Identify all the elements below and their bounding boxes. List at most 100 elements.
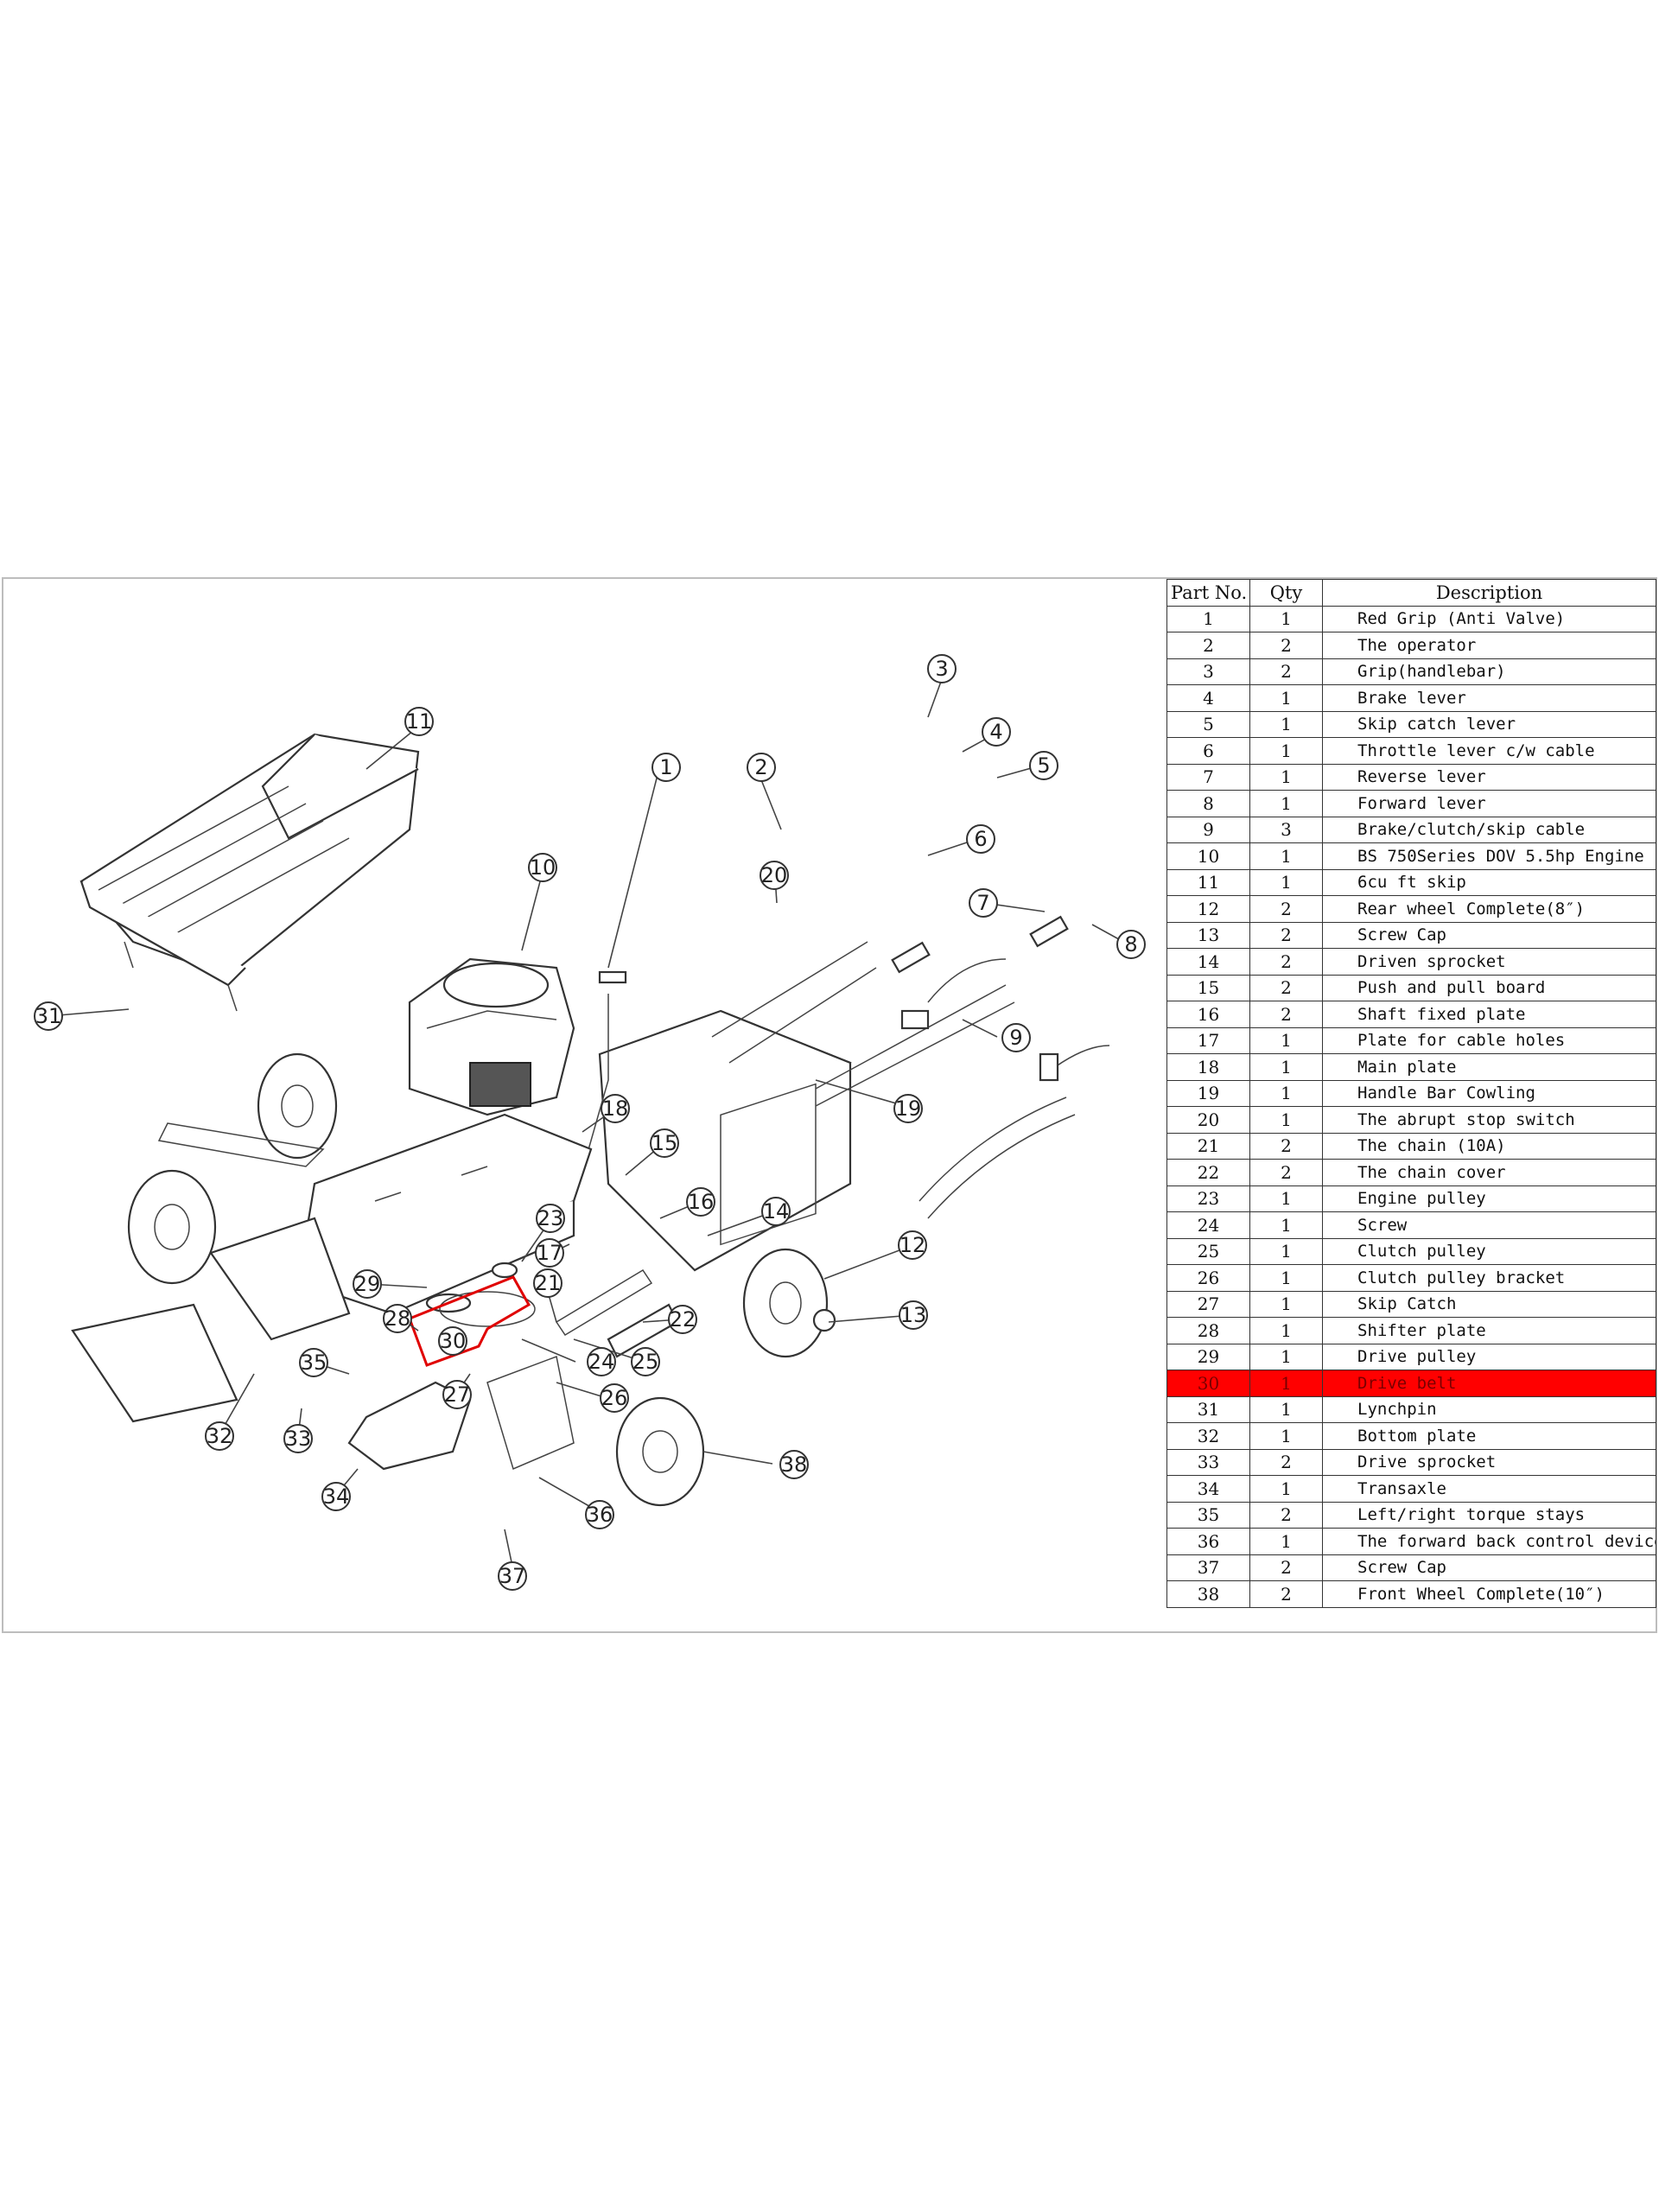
- part-number-cell: 37: [1166, 1554, 1250, 1581]
- svg-text:22: 22: [670, 1307, 696, 1332]
- part-number-cell: 13: [1166, 921, 1250, 949]
- svg-text:19: 19: [895, 1096, 922, 1121]
- callout-33: 33: [283, 1424, 313, 1453]
- quantity-cell: 1: [1249, 1027, 1323, 1054]
- callout-4: 4: [982, 717, 1011, 747]
- part-number-cell: 29: [1166, 1343, 1250, 1370]
- part-number-cell: 35: [1166, 1501, 1250, 1529]
- description-cell: Push and pull board: [1322, 974, 1656, 1001]
- bottom-plates-drawing: [71, 1217, 351, 1423]
- quantity-cell: 2: [1249, 1580, 1323, 1608]
- description-cell: Front Wheel Complete(10″): [1322, 1580, 1656, 1608]
- svg-text:16: 16: [688, 1190, 715, 1214]
- description-cell: BS 750Series DOV 5.5hp Engine: [1322, 842, 1656, 870]
- part-number-cell: 17: [1166, 1027, 1250, 1054]
- quantity-cell: 1: [1249, 1079, 1323, 1107]
- quantity-cell: 1: [1249, 763, 1323, 791]
- parts-sheet: 1 2 3 4 5 6 7 8 9 10 11 12 13 14 15 16 1…: [2, 577, 1657, 1633]
- callout-14: 14: [761, 1197, 791, 1226]
- description-cell: Bottom plate: [1322, 1422, 1656, 1450]
- skip-drawing: [79, 733, 420, 1012]
- callout-29: 29: [353, 1269, 382, 1299]
- quantity-cell: 1: [1249, 790, 1323, 817]
- callout-11: 11: [404, 707, 434, 736]
- svg-text:24: 24: [588, 1350, 615, 1374]
- svg-text:14: 14: [763, 1199, 790, 1224]
- part-number-cell: 3: [1166, 658, 1250, 685]
- part-number-cell: 8: [1166, 790, 1250, 817]
- header-description: Description: [1322, 579, 1656, 607]
- svg-text:4: 4: [989, 720, 1002, 744]
- callout-10: 10: [528, 853, 557, 882]
- svg-text:20: 20: [761, 863, 788, 887]
- svg-text:21: 21: [535, 1271, 562, 1295]
- quantity-cell: 1: [1249, 1343, 1323, 1370]
- svg-text:37: 37: [499, 1564, 526, 1588]
- part-number-cell: 38: [1166, 1580, 1250, 1608]
- exploded-diagram: 1 2 3 4 5 6 7 8 9 10 11 12 13 14 15 16 1…: [3, 579, 1161, 1631]
- description-cell: Clutch pulley bracket: [1322, 1264, 1656, 1292]
- quantity-cell: 2: [1249, 658, 1323, 685]
- svg-text:38: 38: [781, 1452, 808, 1477]
- svg-text:6: 6: [974, 827, 987, 851]
- svg-text:11: 11: [406, 709, 433, 734]
- description-cell: Screw Cap: [1322, 921, 1656, 949]
- part-number-cell: 36: [1166, 1528, 1250, 1555]
- drive-belt-highlight-box: [408, 1275, 531, 1367]
- description-cell: Plate for cable holes: [1322, 1027, 1656, 1054]
- svg-text:1: 1: [659, 755, 672, 779]
- callout-18: 18: [601, 1094, 630, 1123]
- callout-6: 6: [966, 824, 995, 854]
- description-cell: Rear wheel Complete(8″): [1322, 895, 1656, 923]
- callout-20: 20: [760, 861, 789, 890]
- quantity-cell: 1: [1249, 684, 1323, 712]
- part-number-cell: 9: [1166, 816, 1250, 843]
- quantity-cell: 1: [1249, 737, 1323, 765]
- callout-2: 2: [747, 753, 776, 782]
- callout-26: 26: [600, 1383, 629, 1413]
- svg-text:27: 27: [444, 1382, 471, 1407]
- quantity-cell: 1: [1249, 1475, 1323, 1503]
- callout-21: 21: [533, 1268, 563, 1298]
- svg-text:13: 13: [900, 1303, 927, 1327]
- part-number-cell: 15: [1166, 974, 1250, 1001]
- part-number-cell: 32: [1166, 1422, 1250, 1450]
- quantity-cell: 1: [1249, 605, 1323, 632]
- quantity-cell: 3: [1249, 816, 1323, 843]
- description-cell: The forward back control device: [1322, 1528, 1656, 1555]
- svg-text:12: 12: [899, 1233, 926, 1257]
- description-cell: 6cu ft skip: [1322, 868, 1656, 896]
- svg-text:35: 35: [301, 1351, 327, 1375]
- description-cell: The chain cover: [1322, 1159, 1656, 1186]
- part-number-cell: 12: [1166, 895, 1250, 923]
- quantity-cell: 2: [1249, 1159, 1323, 1186]
- part-number-cell: 21: [1166, 1132, 1250, 1160]
- callout-36: 36: [585, 1500, 614, 1529]
- description-cell: Clutch pulley: [1322, 1237, 1656, 1265]
- handlebar-drawing: [573, 915, 1110, 1219]
- description-cell: Screw: [1322, 1211, 1656, 1239]
- svg-text:28: 28: [385, 1306, 411, 1331]
- quantity-cell: 1: [1249, 1422, 1323, 1450]
- part-number-cell: 4: [1166, 684, 1250, 712]
- part-number-cell: 23: [1166, 1185, 1250, 1212]
- description-cell: The chain (10A): [1322, 1132, 1656, 1160]
- svg-text:26: 26: [601, 1386, 628, 1410]
- callout-22: 22: [668, 1305, 697, 1334]
- callout-32: 32: [205, 1421, 234, 1451]
- description-cell: Handle Bar Cowling: [1322, 1079, 1656, 1107]
- part-number-cell: 34: [1166, 1475, 1250, 1503]
- table-header-row: Part No. Qty Description: [1166, 579, 1656, 607]
